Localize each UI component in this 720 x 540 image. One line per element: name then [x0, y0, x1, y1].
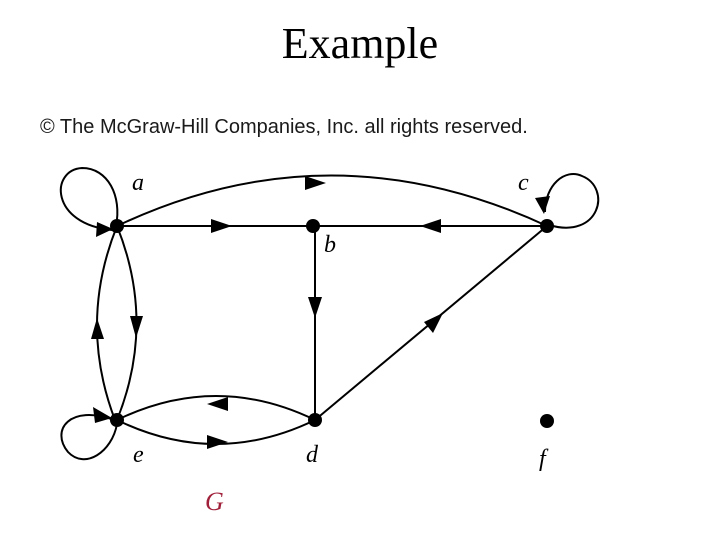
vertex-d: [308, 413, 322, 427]
vertex-f: [540, 414, 554, 428]
slide-title: Example: [281, 19, 439, 68]
arrowhead-a-a: [96, 222, 113, 237]
edge-e-e: [60, 414, 118, 461]
vertex-label-c: c: [518, 170, 529, 196]
arrowhead-a-c-end: [535, 196, 550, 214]
vertex-label-d: d: [306, 442, 319, 468]
vertex-c: [540, 219, 554, 233]
arrowhead-a-c-mid: [305, 176, 326, 190]
edge-a-a: [59, 166, 119, 231]
edge-c-c: [544, 173, 600, 229]
vertex-label-b: b: [324, 232, 336, 258]
copyright-notice: © The McGraw-Hill Companies, Inc. all ri…: [40, 116, 528, 138]
graph-name-label: G: [205, 487, 224, 516]
arrowhead-d-e: [207, 397, 228, 411]
arrowhead-d-c: [424, 313, 443, 333]
edge-a-c: [116, 174, 548, 227]
vertex-e: [110, 413, 124, 427]
arrowhead-c-b: [420, 219, 441, 233]
arrowhead-e-d: [207, 435, 228, 449]
arrowhead-e-a: [91, 318, 104, 339]
arrowhead-e-e: [93, 407, 112, 423]
vertex-b: [306, 219, 320, 233]
vertex-label-f: f: [539, 446, 549, 472]
arrowhead-a-b: [211, 219, 232, 233]
edge-d-e: [116, 395, 316, 421]
arrowhead-b-d: [308, 297, 322, 318]
vertex-label-a: a: [132, 170, 144, 196]
vertex-label-e: e: [133, 442, 144, 468]
vertex-a: [110, 219, 124, 233]
arrowhead-a-e: [130, 316, 143, 338]
edge-e-a: [96, 225, 118, 421]
